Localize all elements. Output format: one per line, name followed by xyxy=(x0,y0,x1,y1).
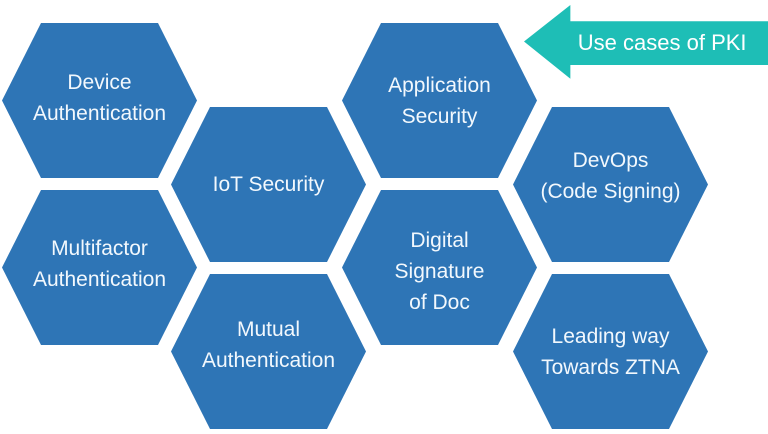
hexagon-multifactor-authentication: Multifactor Authentication xyxy=(2,190,197,345)
hexagon-label-digital-signature-of-doc: Digital Signature of Doc xyxy=(394,229,485,314)
hexagon-digital-signature-of-doc: Digital Signature of Doc xyxy=(342,190,537,345)
hexagon-mutual-authentication: Mutual Authentication xyxy=(171,274,366,429)
hexagon-label-devops-code-signing: DevOps (Code Signing) xyxy=(540,148,681,203)
use-cases-arrow: Use cases of PKI xyxy=(524,5,768,79)
hexagon-application-security: Application Security xyxy=(342,23,537,178)
arrow-label: Use cases of PKI xyxy=(577,30,747,56)
hexagon-label-iot-security: IoT Security xyxy=(212,173,325,196)
hexagon-devops-code-signing: DevOps (Code Signing) xyxy=(513,107,708,262)
hexagon-leading-way-towards-ztna: Leading way Towards ZTNA xyxy=(513,274,708,429)
hexagon-device-authentication: Device Authentication xyxy=(2,23,197,178)
hexagon-label-mutual-authentication: Mutual Authentication xyxy=(201,317,336,372)
hexagon-label-device-authentication: Device Authentication xyxy=(32,70,167,125)
hexagon-label-leading-way-towards-ztna: Leading way Towards ZTNA xyxy=(541,324,680,379)
hexagon-label-multifactor-authentication: Multifactor Authentication xyxy=(32,236,167,291)
hexagon-label-application-security: Application Security xyxy=(388,73,491,128)
hexagon-iot-security: IoT Security xyxy=(171,107,366,262)
